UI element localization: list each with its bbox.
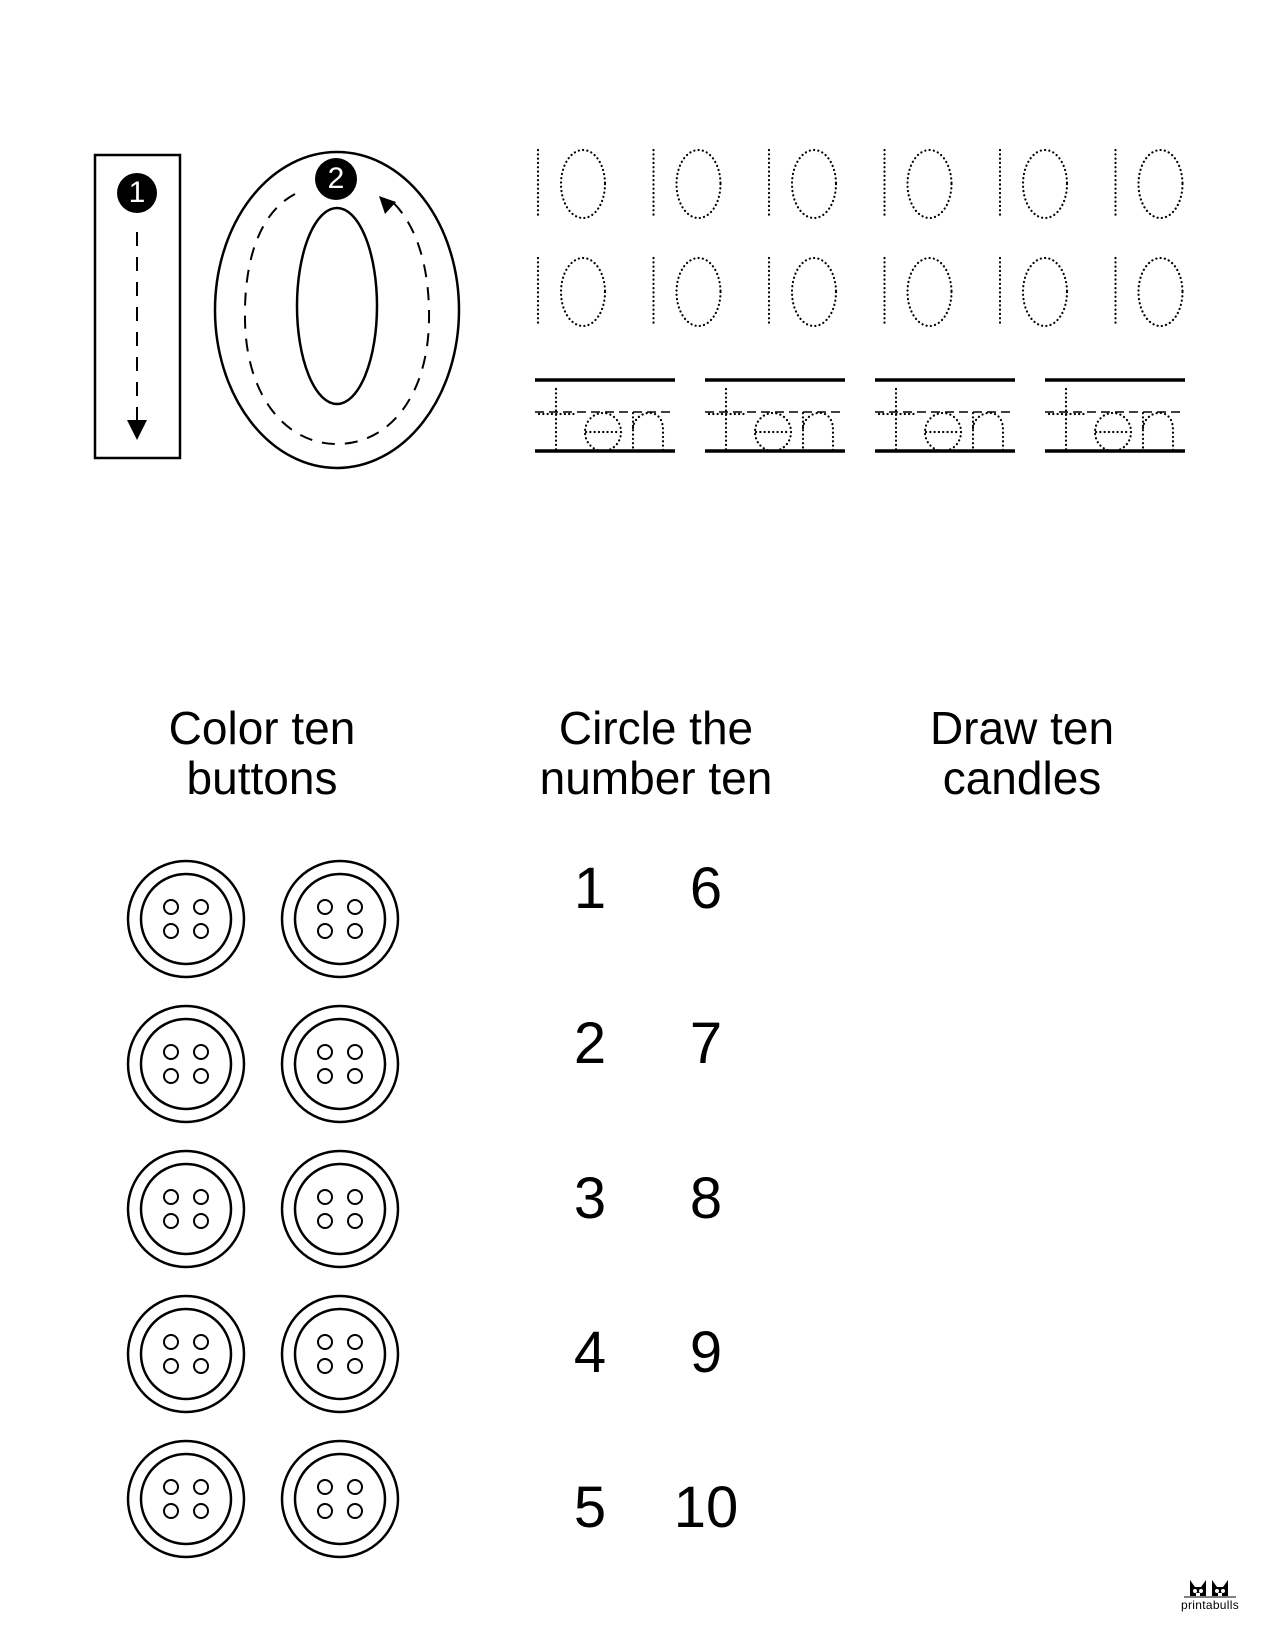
button-icon[interactable]: [280, 1004, 400, 1124]
bulldog-icon: [1184, 1580, 1236, 1598]
trace-ten-digit: [652, 256, 722, 328]
header-line: number ten: [539, 752, 773, 804]
button-icon[interactable]: [280, 1149, 400, 1269]
trace-ten-digit: [652, 148, 722, 220]
button-icon[interactable]: [280, 1294, 400, 1414]
number-option[interactable]: 8: [689, 1166, 723, 1231]
button-icon[interactable]: [280, 1439, 400, 1559]
number-option[interactable]: 9: [689, 1320, 723, 1385]
step-two-number: 2: [327, 162, 345, 195]
trace-ten-word: [705, 378, 845, 453]
trace-ten-digit: [767, 148, 838, 220]
trace-ten-word: [875, 378, 1015, 453]
button-icon[interactable]: [126, 1004, 246, 1124]
button-icon[interactable]: [126, 859, 246, 979]
number-option-ten[interactable]: 10: [673, 1475, 739, 1540]
number-option[interactable]: 6: [689, 856, 723, 921]
trace-ten-digit: [536, 256, 607, 328]
trace-ten-digit: [1114, 256, 1184, 328]
header-line: candles: [942, 752, 1102, 804]
brand-logo: printabulls: [1170, 1578, 1250, 1612]
trace-ten-word: [535, 378, 675, 453]
number-option[interactable]: 7: [689, 1011, 723, 1076]
header-circle-number: Circle the number ten: [496, 703, 816, 803]
number-option[interactable]: 5: [573, 1475, 607, 1540]
step-one-number: 1: [128, 176, 146, 209]
trace-ten-digit: [767, 256, 838, 328]
header-line: buttons: [186, 752, 338, 804]
brand-name: printabulls: [1181, 1598, 1239, 1612]
trace-ten-word: [1045, 378, 1185, 453]
number-option[interactable]: 2: [573, 1011, 607, 1076]
trace-ten-digit: [883, 148, 953, 220]
number-option[interactable]: 1: [573, 856, 607, 921]
number-option[interactable]: 4: [573, 1320, 607, 1385]
button-icon[interactable]: [280, 859, 400, 979]
button-icon[interactable]: [126, 1149, 246, 1269]
number-option[interactable]: 3: [573, 1166, 607, 1231]
trace-ten-digit: [536, 148, 607, 220]
trace-ten-digit: [998, 148, 1069, 220]
button-icon[interactable]: [126, 1439, 246, 1559]
step-one-badge: 1: [117, 173, 157, 213]
step-two-badge: 2: [315, 158, 357, 200]
draw-candles-area[interactable]: [880, 840, 1180, 1540]
header-color-buttons: Color ten buttons: [102, 703, 422, 803]
header-line: Color ten: [168, 702, 356, 754]
header-draw-candles: Draw ten candles: [862, 703, 1182, 803]
button-icon[interactable]: [126, 1294, 246, 1414]
header-line: Circle the: [558, 702, 754, 754]
trace-ten-digit: [883, 256, 953, 328]
header-line: Draw ten: [929, 702, 1115, 754]
trace-ten-digit: [998, 256, 1069, 328]
trace-ten-digit: [1114, 148, 1184, 220]
